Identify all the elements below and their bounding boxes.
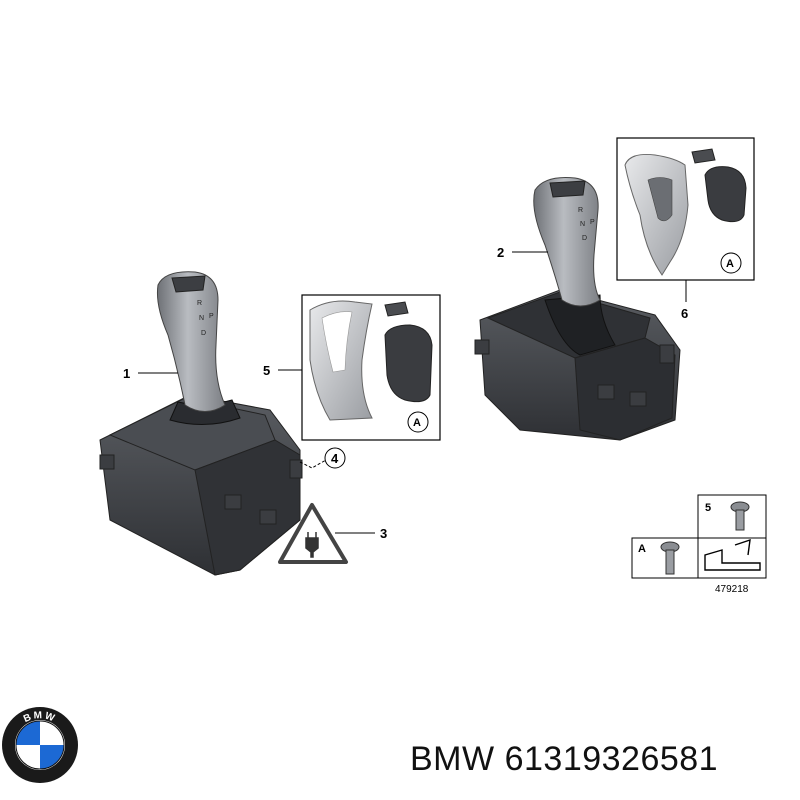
knob-pattern-p-left: P — [209, 313, 214, 320]
housing-tab-left-2 — [224, 494, 242, 510]
legend-number: 5 — [705, 502, 711, 514]
bmw-logo-quadrant-tl — [16, 721, 40, 745]
legend-frame — [631, 537, 767, 579]
bmw-logo-quadrant-br — [40, 745, 64, 769]
fastener-legend: 5 A 479218 — [631, 494, 767, 595]
warning-triangle-3 — [278, 503, 348, 564]
knob-pattern-d-right: D — [582, 235, 587, 242]
knob-pattern-r-left: R — [197, 300, 202, 307]
bracket-sketch-icon — [704, 538, 761, 571]
knob-pattern-d-left: D — [201, 330, 206, 337]
detail-a-letter-6: A — [726, 258, 734, 270]
gear-selector-right: R N D P — [474, 177, 681, 441]
plug-icon — [305, 532, 319, 558]
legend-top-cell — [697, 494, 767, 539]
knob-pattern-r-right: R — [578, 207, 583, 214]
knob-top-button-right — [549, 180, 586, 198]
housing-tab-right-4 — [659, 344, 675, 364]
housing-tab-left-3 — [259, 509, 277, 525]
housing-front-right — [574, 337, 676, 441]
gear-knob-left — [157, 271, 226, 412]
housing-tab-left-4 — [289, 459, 303, 479]
housing-tab-left-1 — [99, 454, 115, 470]
detail-a-marker-6 — [720, 252, 742, 274]
detail-a-marker-5 — [407, 411, 429, 433]
callout-4: 4 — [331, 451, 339, 466]
trim-cover-inner-6 — [647, 177, 673, 222]
caption-brand: BMW — [410, 740, 495, 778]
indicator-panel-5 — [384, 324, 433, 403]
indicator-panel-6 — [704, 166, 747, 223]
knob-pattern-n-right: N — [580, 221, 585, 228]
knob-pattern-n-left: N — [199, 315, 204, 322]
callout-5: 5 — [263, 363, 270, 378]
indicator-cap-6 — [691, 148, 716, 164]
caption-part-number: 61319326581 — [504, 740, 719, 778]
housing-front-left — [194, 439, 301, 576]
bmw-logo: BMW — [2, 707, 78, 783]
bmw-logo-inner-edge — [15, 720, 65, 770]
knob-pattern-p-right: P — [590, 219, 595, 226]
callout-3: 3 — [380, 526, 387, 541]
callout-1: 1 — [123, 366, 130, 381]
legend-letter: A — [638, 543, 646, 555]
housing-tab-right-2 — [597, 384, 615, 400]
indicator-cap-5 — [384, 301, 409, 317]
housing-tab-right-3 — [629, 391, 647, 407]
trim-cover-inner-5 — [321, 311, 353, 373]
leader-4 — [299, 459, 327, 469]
gear-selector-left: R N D P — [99, 271, 303, 576]
gear-knob-right — [533, 177, 601, 307]
knob-top-button-left — [171, 275, 206, 293]
detail-a-letter-5: A — [413, 417, 421, 429]
callout-6: 6 — [681, 306, 688, 321]
callout-4-marker — [324, 447, 346, 469]
legend-reference: 479218 — [715, 584, 749, 595]
callout-2: 2 — [497, 245, 504, 260]
bmw-logo-lettering: BMW — [22, 710, 58, 725]
housing-tab-right-1 — [474, 339, 490, 355]
lever-boot-right — [544, 294, 616, 356]
screw-a-shank-icon — [665, 549, 675, 575]
screw-5-shank-icon — [735, 509, 745, 531]
